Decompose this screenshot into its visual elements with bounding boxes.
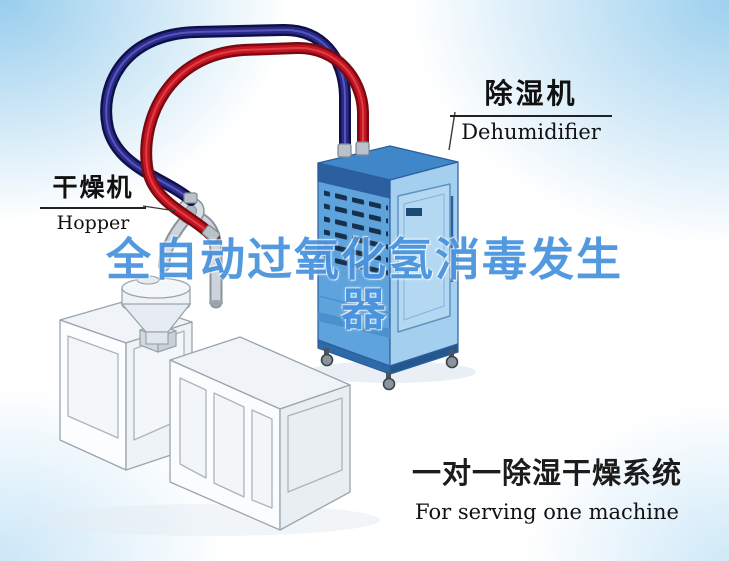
hopper-lid-cap xyxy=(136,275,160,285)
hopper-label-en: Hopper xyxy=(56,212,130,234)
fitting-dehumidifier-right xyxy=(355,141,370,156)
extruder-door-2 xyxy=(213,392,245,498)
extruder-door-3 xyxy=(251,409,273,509)
extruder-machine-illustration xyxy=(59,300,351,531)
control-display xyxy=(406,208,422,216)
red-hose-sheen xyxy=(145,46,364,239)
caster-wheels xyxy=(320,348,459,391)
hopper-label-zh: 干燥机 xyxy=(40,168,146,209)
hopper-left-duct-fill xyxy=(160,217,188,270)
bottom-caption-en: For serving one machine xyxy=(415,500,679,524)
dehumidifier-label-en: Dehumidifier xyxy=(461,120,601,144)
hopper-neck xyxy=(145,331,169,345)
extruder-end-panel xyxy=(287,397,343,493)
dehumidifier-unit-illustration xyxy=(317,145,459,391)
dehumidifier-lower-strip xyxy=(318,312,390,338)
dehumidifier-top-band xyxy=(317,162,391,199)
extruder-body-end xyxy=(279,384,351,531)
extruder-door-1 xyxy=(179,377,207,479)
hoses xyxy=(100,23,369,244)
duct-flange xyxy=(209,300,223,306)
bottom-caption: 一对一除湿干燥系统 For serving one machine xyxy=(402,450,692,524)
extruder-cabinet-door-left xyxy=(67,335,119,439)
bottom-caption-zh: 一对一除湿干燥系统 xyxy=(411,456,682,490)
extruder-shadow xyxy=(40,504,380,536)
hopper-label: 干燥机 Hopper xyxy=(40,168,146,234)
dehumidifier-base-right xyxy=(389,343,459,375)
dehumidifier-leader-line xyxy=(448,111,456,151)
dehumidifier-label-zh: 除湿机 xyxy=(450,72,612,117)
page-title-line2: 器 xyxy=(340,283,388,337)
fitting-blower xyxy=(183,192,198,204)
vent-grille xyxy=(324,190,388,284)
fitting-duct xyxy=(201,224,221,243)
page-title-line1: 全自动过氧化氢消毒发生 xyxy=(105,233,623,286)
hose-fittings xyxy=(183,141,370,243)
dehumidifier-panel xyxy=(397,183,451,333)
dehumidifier-seam xyxy=(317,295,391,314)
fitting-dehumidifier-left xyxy=(337,143,352,158)
dehumidifier-label: 除湿机 Dehumidifier xyxy=(450,72,612,144)
dehumidifier-panel-inner xyxy=(403,193,445,321)
hopper-leader-line xyxy=(142,205,177,212)
page-title: 全自动过氧化氢消毒发生 器 xyxy=(0,233,729,337)
